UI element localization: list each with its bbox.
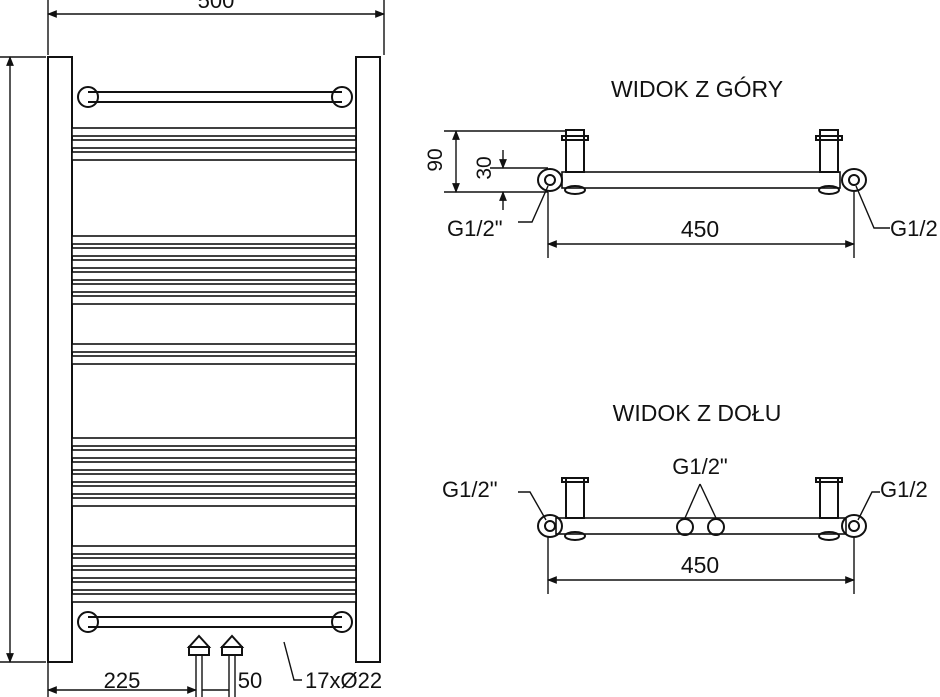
rail-21 xyxy=(71,581,357,591)
rail-19 xyxy=(71,557,357,567)
rail-9 xyxy=(71,295,357,305)
rail-7 xyxy=(71,271,357,281)
offset-left-label: 225 xyxy=(104,668,141,693)
right-side-column xyxy=(355,56,381,663)
rail-3 xyxy=(71,151,357,161)
offset-label: 30 xyxy=(473,156,496,179)
bottom-right-connection-leader xyxy=(857,491,880,521)
valve-left xyxy=(186,634,212,697)
bottom-view-left-bracket xyxy=(565,477,585,519)
rail-14 xyxy=(71,461,357,471)
rails-leader-line xyxy=(283,641,302,681)
rail-12 xyxy=(71,437,357,447)
bottom-view: WIDOK Z DOŁU G1/2" G1/2" G1/2 450 xyxy=(442,400,928,594)
offset-valve-label: 50 xyxy=(238,668,262,693)
bottom-view-center-connector-left xyxy=(676,518,694,536)
rails-group xyxy=(71,127,357,603)
rail-6 xyxy=(71,259,357,269)
rails-label: 17xØ22 xyxy=(305,668,382,693)
bottom-view-center-connector-right xyxy=(707,518,725,536)
rail-18 xyxy=(71,545,357,555)
top-view-bar xyxy=(561,171,841,189)
top-left-connection-label: G1/2" xyxy=(447,216,503,241)
bottom-center-connection-label: G1/2" xyxy=(672,454,728,479)
bottom-center-leader-left xyxy=(684,483,701,519)
width-label: 500 xyxy=(198,0,235,13)
bottom-right-connection-label: G1/2 xyxy=(880,477,928,502)
top-view-title: WIDOK Z GÓRY xyxy=(611,76,783,102)
top-view-left-bracket xyxy=(565,129,585,173)
rail-11 xyxy=(71,355,357,365)
top-span-label: 450 xyxy=(681,216,719,242)
bottom-left-connection-label: G1/2" xyxy=(442,477,498,502)
front-view: 500 xyxy=(0,0,385,697)
bottom-span-label: 450 xyxy=(681,552,719,578)
bottom-left-cap xyxy=(77,611,99,633)
left-side-column xyxy=(47,56,73,663)
rail-10 xyxy=(71,343,357,353)
rail-20 xyxy=(71,569,357,579)
rail-8 xyxy=(71,283,357,293)
rail-17 xyxy=(71,497,357,507)
top-left-connection-leader xyxy=(518,185,549,223)
top-right-connection-label: G1/2 xyxy=(890,216,938,241)
bottom-view-right-bracket xyxy=(819,477,839,519)
bottom-left-connection-leader xyxy=(518,491,547,521)
bottom-view-bar xyxy=(555,517,847,535)
top-left-cap xyxy=(77,86,99,108)
rail-2 xyxy=(71,139,357,149)
bottom-right-cap xyxy=(331,611,353,633)
bottom-view-title: WIDOK Z DOŁU xyxy=(613,400,782,426)
top-view-left-connector xyxy=(537,168,563,192)
top-round-rail xyxy=(77,86,353,108)
top-right-cap xyxy=(331,86,353,108)
valve-right xyxy=(219,634,245,697)
rail-15 xyxy=(71,473,357,483)
rail-4 xyxy=(71,235,357,245)
bottom-round-rail xyxy=(77,611,353,633)
depth-label: 90 xyxy=(424,148,447,171)
top-view-right-connector xyxy=(841,168,867,192)
rail-22 xyxy=(71,593,357,603)
rail-1 xyxy=(71,127,357,137)
top-right-connection-leader xyxy=(855,185,890,229)
top-view-right-bracket xyxy=(819,129,839,173)
top-view: WIDOK Z GÓRY 90 30 450 G1/2" G1/2 xyxy=(424,76,938,258)
rail-5 xyxy=(71,247,357,257)
rail-13 xyxy=(71,449,357,459)
bottom-view-left-connector xyxy=(537,514,563,538)
rail-16 xyxy=(71,485,357,495)
bottom-center-leader-right xyxy=(699,483,717,519)
